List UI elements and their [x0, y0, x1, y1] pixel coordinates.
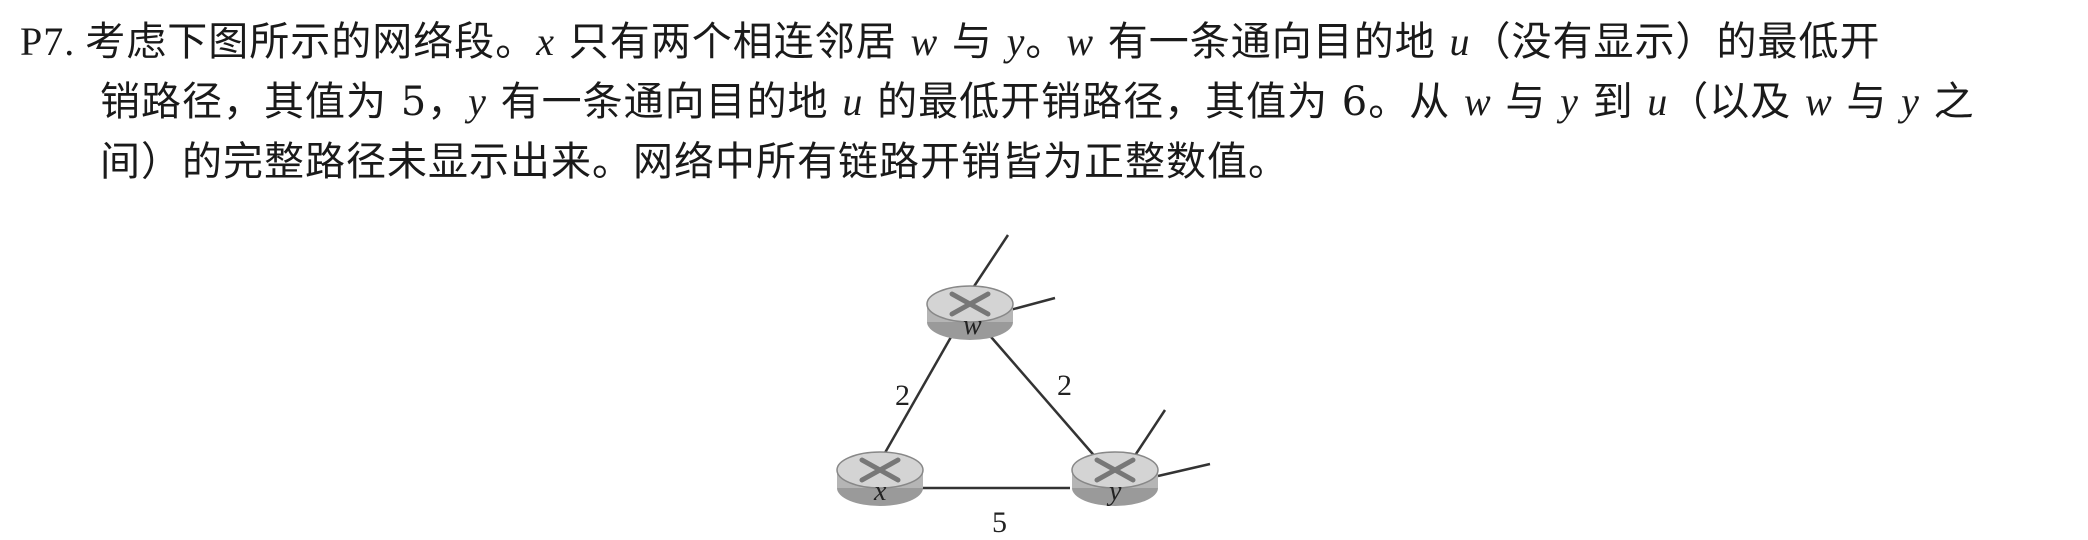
variable-u: u [842, 79, 864, 124]
text-segment: 有一条通向目的地 [1094, 19, 1450, 65]
y-stub-link-2 [1157, 462, 1211, 478]
text-segment: 到 [1578, 79, 1648, 125]
variable-w: w [1805, 79, 1833, 124]
text-segment: 销路径，其值为 5， [100, 79, 469, 125]
variable-w: w [1066, 19, 1095, 64]
link-w-x [880, 329, 957, 459]
edge-label-w-y: 2 [1057, 369, 1072, 402]
router-w-label: w [963, 310, 982, 341]
network-diagram: 2 2 5 w x y [836, 234, 1211, 539]
text-segment: 。 [1025, 19, 1067, 65]
edge-label-w-x: 2 [895, 379, 910, 412]
problem-line-3: 间）的完整路径未显示出来。网络中所有链路开销皆为正整数值。 [20, 132, 2070, 192]
text-segment: 与 [1832, 79, 1902, 125]
variable-x: x [536, 19, 556, 64]
text-segment: （没有显示）的最低开 [1470, 19, 1881, 65]
text-segment: 考虑下图所示的网络段。 [85, 19, 537, 65]
router-w-icon: w [926, 285, 1014, 341]
problem-line-2: 销路径，其值为 5，y 有一条通向目的地 u 的最低开销路径，其值为 6。从 w… [20, 72, 2070, 132]
problem-number: P7. [20, 19, 76, 64]
problem-text: P7.考虑下图所示的网络段。x 只有两个相连邻居 w 与 y。w 有一条通向目的… [20, 12, 2070, 192]
variable-u: u [1647, 79, 1669, 124]
problem-line-1: P7.考虑下图所示的网络段。x 只有两个相连邻居 w 与 y。w 有一条通向目的… [20, 12, 2070, 72]
text-segment: 只有两个相连邻居 [555, 19, 911, 65]
router-x-label: x [873, 476, 887, 507]
router-y-icon: y [1071, 451, 1159, 507]
variable-w: w [1463, 79, 1492, 124]
text-segment: 间）的完整路径未显示出来。网络中所有链路开销皆为正整数值。 [100, 139, 1289, 185]
variable-u: u [1449, 19, 1471, 64]
text-segment: 有一条通向目的地 [486, 79, 843, 125]
text-segment: 的最低开销路径，其值为 6。从 [863, 79, 1464, 125]
variable-w: w [910, 19, 939, 64]
text-segment: 与 [1491, 79, 1561, 125]
variable-y: y [1006, 19, 1026, 64]
link-w-y [984, 329, 1099, 461]
text-segment: 之 [1919, 79, 1975, 125]
variable-y: y [1560, 79, 1579, 124]
edge-label-x-y: 5 [992, 506, 1007, 539]
text-segment: 与 [938, 19, 1007, 65]
router-y-label: y [1106, 476, 1122, 507]
line1-content: 考虑下图所示的网络段。x 只有两个相连邻居 w 与 y。w 有一条通向目的地 u… [85, 19, 1880, 65]
variable-y: y [468, 79, 487, 124]
network-figure: 2 2 5 w x y [760, 230, 1320, 540]
y-stub-link-1 [1130, 409, 1167, 461]
variable-y: y [1901, 79, 1920, 124]
text-segment: （以及 [1668, 79, 1806, 125]
router-x-icon: x [836, 451, 924, 507]
